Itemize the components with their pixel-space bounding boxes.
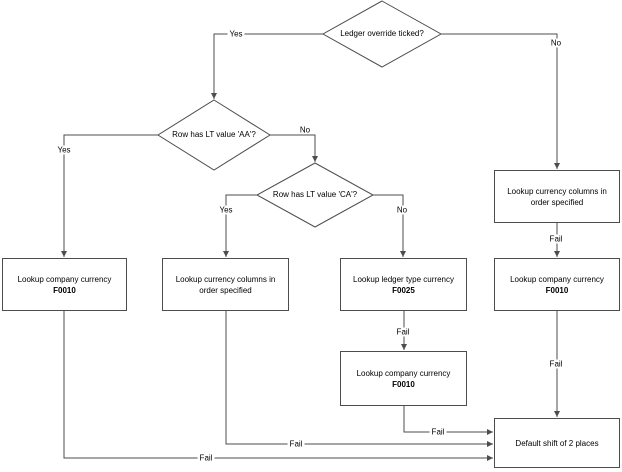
edge-label-yes-aa: Yes xyxy=(55,145,73,155)
process-text: Lookup ledger type currency F0025 xyxy=(353,274,454,296)
process-code: F0010 xyxy=(392,379,415,389)
edge-label-fail-company-mid: Fail xyxy=(429,427,447,437)
edge-label-fail-ledger-type: Fail xyxy=(394,327,412,337)
connector-columns-mid-fail-to-default xyxy=(225,311,493,447)
connector-override-yes-to-aa xyxy=(211,33,323,99)
edge-label-no-ca: No xyxy=(394,205,410,215)
process-lookup-company-currency-right: Lookup company currency F0010 xyxy=(494,258,620,311)
process-title: Lookup currency columns in order specifi… xyxy=(507,186,607,207)
process-lookup-currency-columns-right: Lookup currency columns in order specifi… xyxy=(494,170,620,223)
process-text: Lookup company currency F0010 xyxy=(357,368,451,390)
decision-shape-ledger-override xyxy=(321,0,443,68)
process-lookup-company-currency-left: Lookup company currency F0010 xyxy=(2,258,127,311)
connector-ca-no-to-ledger-type xyxy=(373,194,406,257)
process-lookup-ledger-type-currency: Lookup ledger type currency F0025 xyxy=(340,258,467,311)
edge-label-fail-columns-mid: Fail xyxy=(287,439,305,449)
process-lookup-company-currency-mid: Lookup company currency F0010 xyxy=(340,351,467,406)
process-text: Default shift of 2 places xyxy=(515,438,598,449)
process-text: Lookup currency columns in order specifi… xyxy=(498,186,616,208)
edge-label-yes-override: Yes xyxy=(227,29,245,39)
edge-label-fail-company-left: Fail xyxy=(197,453,215,463)
connector-aa-no-to-ca xyxy=(270,134,318,162)
connector-company-mid-fail-to-default xyxy=(403,406,493,435)
decision-shape-row-lt-aa xyxy=(157,99,271,171)
connector-aa-yes-to-company-left xyxy=(61,134,158,257)
connector-ca-yes-to-columns-mid xyxy=(223,194,257,257)
edge-label-yes-ca: Yes xyxy=(217,205,235,215)
process-text: Lookup company currency F0010 xyxy=(510,274,604,296)
decision-shape-row-lt-ca xyxy=(255,162,375,228)
process-title: Default shift of 2 places xyxy=(515,438,599,448)
process-text: Lookup company currency F0010 xyxy=(18,274,112,296)
process-title: Lookup ledger type currency xyxy=(353,274,454,284)
edge-label-no-aa: No xyxy=(297,125,313,135)
process-title: Lookup company currency xyxy=(510,274,604,284)
process-default-shift: Default shift of 2 places xyxy=(494,418,620,468)
process-title: Lookup company currency xyxy=(17,274,112,284)
connector-company-left-fail-to-default xyxy=(63,311,493,461)
process-code: F0010 xyxy=(53,285,76,295)
edge-label-fail-columns-right: Fail xyxy=(547,234,565,244)
process-text: Lookup currency columns in order specifi… xyxy=(166,274,285,296)
edge-label-no-override: No xyxy=(548,38,564,48)
process-code: F0010 xyxy=(545,285,569,295)
edge-label-fail-company-right: Fail xyxy=(547,359,565,369)
process-lookup-currency-columns-mid: Lookup currency columns in order specifi… xyxy=(162,258,289,311)
connector-override-no-to-columns-right xyxy=(441,33,560,169)
process-title: Lookup currency columns in order specifi… xyxy=(175,274,276,295)
process-title: Lookup company currency xyxy=(356,368,451,378)
process-code: F0025 xyxy=(392,285,415,295)
